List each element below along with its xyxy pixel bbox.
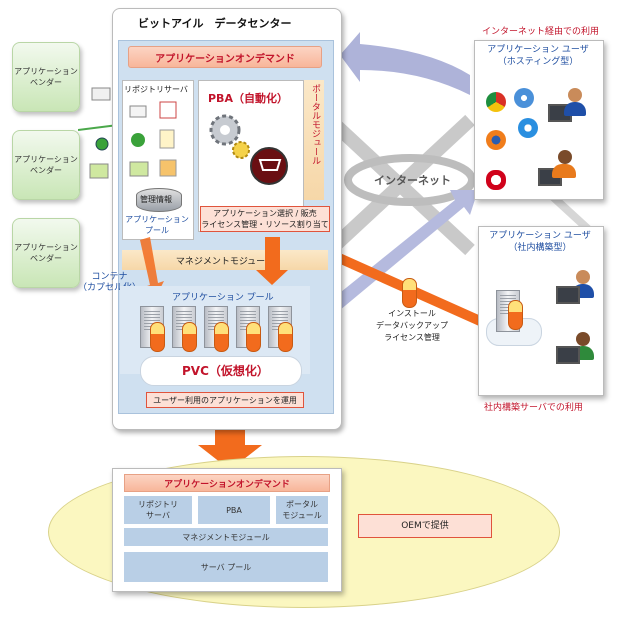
pvc-title: PVC（仮想化）: [182, 364, 269, 378]
globe-icon: [131, 133, 145, 147]
oem-portal-box: ポータル モジュール: [276, 496, 328, 524]
install-capsule-icon: [508, 300, 523, 330]
app-capsule-icon: [214, 322, 229, 352]
vendor-label: アプリケーション ベンダー: [14, 67, 78, 87]
vendor-box: アプリケーション ベンダー: [12, 130, 80, 200]
chrome-icon: [486, 92, 506, 112]
install-label: インストール データバックアップ ライセンス管理: [376, 309, 448, 342]
user-icon: [568, 88, 582, 102]
app-capsule-icon: [150, 322, 165, 352]
vendor-box: アプリケーション ベンダー: [12, 218, 80, 288]
oem-provide-box: OEMで提供: [358, 514, 492, 538]
user-body-icon: [564, 102, 586, 116]
user-icon: [576, 270, 590, 284]
oem-repo-label: リポジトリ サーバ: [138, 500, 178, 520]
calendar-icon: [159, 101, 177, 119]
app-pool-label: アプリケーション プール: [125, 215, 189, 235]
inhouse-user-title: アプリケーション ユーザ （社内構築型）: [489, 231, 591, 253]
safari-icon: [514, 88, 534, 108]
oem-portal-label: ポータル モジュール: [282, 500, 322, 520]
app-capsule-icon: [182, 322, 197, 352]
pba-description-text: アプリケーション選択 / 販売 ライセンス管理・リソース割り当て: [201, 209, 329, 229]
pba-icons: [209, 114, 288, 185]
internet-usage-label: インターネット経由での利用: [482, 27, 600, 37]
container-arrow: [140, 237, 164, 297]
pvc-cloud: [140, 356, 302, 386]
user-icon: [558, 150, 572, 164]
oem-pba-box: PBA: [198, 496, 270, 524]
internet-cloud-ring: [344, 154, 476, 206]
chart-doc-icon: [159, 129, 175, 149]
datacenter-title: ビットアイル データセンター: [138, 17, 292, 30]
portal-module-label: ポータルモジュール: [310, 84, 320, 165]
vendor-delivery-icons: [78, 87, 119, 179]
firefox-icon: [486, 130, 506, 150]
container-label: コンテナ （カプセル化）: [78, 272, 142, 293]
internal-arrows: [140, 237, 288, 297]
pba-down-arrow: [256, 237, 288, 285]
computer-icon: [556, 346, 580, 364]
internet-line: [325, 114, 475, 256]
shopping-cart-icon: [250, 147, 288, 185]
vendor-box: アプリケーション ベンダー: [12, 42, 80, 112]
map-icon: [129, 161, 149, 177]
oem-mgmt-box: マネジメントモジュール: [124, 528, 328, 546]
app-capsule-icon: [278, 322, 293, 352]
install-arrow: [290, 228, 505, 338]
portal-module: [304, 80, 324, 200]
ie-icon: [518, 118, 538, 138]
opera-icon: [486, 170, 506, 190]
envelope-icon: [91, 87, 111, 101]
pba-title: PBA（自動化）: [208, 92, 288, 105]
user-body-icon: [552, 164, 576, 178]
gear-icon: [232, 141, 250, 159]
install-capsule-icon: [402, 278, 417, 308]
oem-repo-box: リポジトリ サーバ: [124, 496, 192, 524]
user-icon: [576, 332, 590, 346]
aod-banner: アプリケーションオンデマンド: [128, 46, 322, 68]
hosting-arrow-mid: [300, 190, 478, 335]
app-capsule-icon: [246, 322, 261, 352]
pvc-description: ユーザー利用のアプリケーションを運用: [146, 392, 304, 408]
database-icon: [136, 188, 182, 212]
inhouse-server-label: 社内構築サーバでの利用: [484, 403, 583, 413]
pba-description: アプリケーション選択 / 販売 ライセンス管理・リソース割り当て: [200, 206, 330, 232]
image-icon: [159, 159, 177, 177]
globe-icon: [95, 137, 109, 151]
repository-icons: [129, 101, 177, 177]
app-pool-title: アプリケーション プール: [172, 293, 274, 303]
oem-aod-banner: アプリケーションオンデマンド: [124, 474, 330, 492]
hosting-arrow-top: [340, 32, 470, 95]
oem-pool-box: サーバ プール: [124, 552, 328, 582]
hosting-user-title: アプリケーション ユーザ （ホスティング型）: [487, 45, 589, 67]
mgmt-info-label: 管理情報: [140, 195, 172, 204]
map-icon: [89, 163, 109, 179]
repository-title: リポジトリサーバ: [124, 85, 188, 94]
vendor-label: アプリケーション ベンダー: [14, 155, 78, 175]
envelope-icon: [129, 105, 147, 118]
vendor-label: アプリケーション ベンダー: [14, 243, 78, 263]
computer-icon: [556, 286, 580, 304]
oem-down-arrow: [198, 428, 262, 470]
internet-label: インターネット: [374, 174, 451, 187]
